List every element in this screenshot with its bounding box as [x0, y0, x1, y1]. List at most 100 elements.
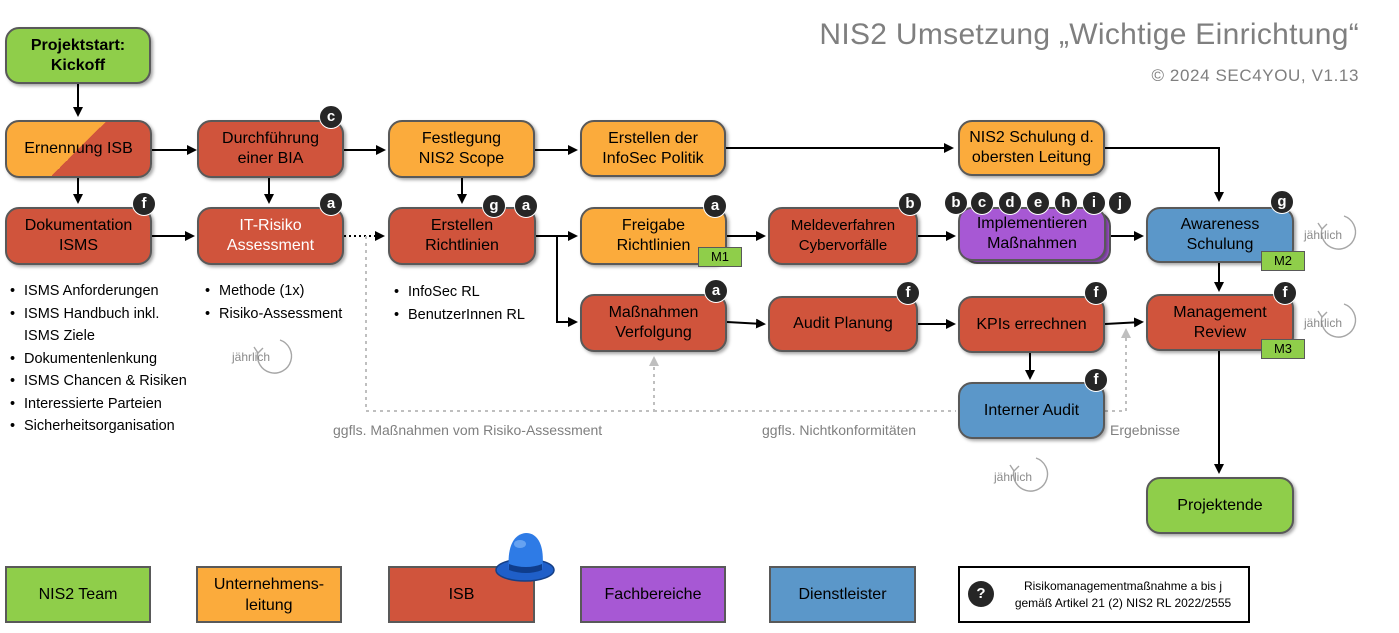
node-schulung-leitung[interactable]: NIS2 Schulung d. obersten Leitung	[958, 120, 1105, 176]
note-massnahmen-risiko: ggfls. Maßnahmen vom Risiko-Assessment	[333, 422, 603, 438]
milestone-m3: M3	[1261, 339, 1305, 359]
legend-unternehmensleitung-label: Unternehmens- leitung	[213, 575, 325, 614]
isms-list: ISMS Anforderungen ISMS Handbuch inkl. I…	[10, 280, 190, 438]
badge-impl-e: e	[1026, 191, 1050, 215]
legend-badge-text: Risikomanagementmaßnahme a bis j gemäß A…	[1014, 579, 1232, 610]
node-richtlinien-label: Erstellen Richtlinien	[425, 217, 499, 254]
cycle-arrow-icon	[1317, 215, 1357, 250]
node-meldeverfahren[interactable]: Meldeverfahren Cybervorfälle	[768, 207, 918, 265]
arrow-schulung-awareness	[1105, 147, 1224, 202]
legend-dienstleister-label: Dienstleister	[798, 586, 887, 603]
isms-list-item: ISMS Handbuch inkl. ISMS Ziele	[10, 303, 190, 348]
badge-richtlinien-g: g	[482, 194, 506, 218]
cycle-arrow-icon	[253, 339, 293, 374]
legend-nis2-team-label: NIS2 Team	[38, 586, 118, 603]
cycle-arrow-icon	[1009, 457, 1049, 492]
badge-meldeverfahren-b: b	[898, 192, 922, 216]
cycle-audit-label: jährlich	[994, 470, 1033, 484]
cycle-audit: jährlich	[992, 450, 1052, 496]
node-projektende[interactable]: Projektende	[1146, 477, 1294, 534]
node-ernennung-isb[interactable]: Ernennung ISB	[5, 120, 152, 178]
node-audit-planung[interactable]: Audit Planung	[768, 296, 918, 352]
richtlinien-list-item: InfoSec RL	[394, 281, 554, 304]
legend-nis2-team: NIS2 Team	[5, 566, 151, 623]
node-doku-isms[interactable]: Dokumentation ISMS	[5, 207, 152, 265]
node-kickoff[interactable]: Projektstart: Kickoff	[5, 27, 151, 84]
node-doku-isms-label: Dokumentation ISMS	[24, 217, 133, 254]
cycle-risiko-label: jährlich	[232, 350, 271, 364]
badge-awareness-g: g	[1270, 190, 1294, 214]
isms-list-item: Dokumentenlenkung	[10, 348, 190, 371]
arrow-massnahmen-auditplanung	[726, 318, 766, 329]
legend-fachbereiche: Fachbereiche	[580, 566, 726, 623]
arrow-richtlinien-massnahmen	[536, 235, 578, 327]
arrow-kpis-review	[1104, 317, 1144, 328]
node-management-review-label: Management Review	[1173, 303, 1267, 341]
legend-dienstleister: Dienstleister	[769, 566, 916, 623]
isms-list-item: Sicherheitsorganisation	[10, 415, 190, 438]
richtlinien-list: InfoSec RL BenutzerInnen RL	[394, 281, 554, 326]
node-freigabe-label: Freigabe Richtlinien	[616, 217, 691, 254]
risiko-list-item: Risiko-Assessment	[205, 303, 365, 326]
badge-auditplanung-f: f	[896, 281, 920, 305]
node-scope-label: Festlegung NIS2 Scope	[418, 130, 505, 167]
node-scope[interactable]: Festlegung NIS2 Scope	[388, 120, 535, 178]
feedback-audit-review	[1105, 328, 1131, 412]
node-politik-label: Erstellen der InfoSec Politik	[602, 129, 704, 167]
node-schulung-leitung-label: NIS2 Schulung d. obersten Leitung	[969, 129, 1094, 166]
question-badge-icon: ?	[968, 581, 994, 607]
page-title: NIS2 Umsetzung „Wichtige Einrichtung“	[819, 18, 1359, 51]
badge-richtlinien-a: a	[514, 194, 538, 218]
blue-hat-icon	[495, 533, 555, 582]
richtlinien-list-item: BenutzerInnen RL	[394, 304, 554, 327]
legend-isb-label: ISB	[448, 586, 475, 603]
node-freigabe[interactable]: Freigabe Richtlinien	[580, 207, 727, 265]
node-kickoff-label: Projektstart: Kickoff	[30, 36, 126, 74]
cycle-awareness: jährlich	[1302, 208, 1362, 254]
node-interner-audit[interactable]: Interner Audit	[958, 382, 1105, 439]
milestone-m1: M1	[698, 247, 742, 267]
badge-impl-c: c	[970, 191, 994, 215]
node-interner-audit-label: Interner Audit	[983, 401, 1080, 419]
node-projektende-label: Projektende	[1177, 496, 1263, 514]
node-awareness-label: Awareness Schulung	[1180, 216, 1260, 253]
badge-freigabe-a: a	[703, 194, 727, 218]
node-politik[interactable]: Erstellen der InfoSec Politik	[580, 120, 726, 177]
cycle-awareness-label: jährlich	[1304, 228, 1343, 242]
node-richtlinien[interactable]: Erstellen Richtlinien	[388, 207, 536, 265]
legend-unternehmensleitung: Unternehmens- leitung	[196, 566, 342, 623]
node-bia-label: Durchführung einer BIA	[222, 130, 319, 167]
node-awareness[interactable]: Awareness Schulung	[1146, 207, 1294, 263]
legend-badge-explanation: ? Risikomanagementmaßnahme a bis j gemäß…	[958, 566, 1250, 623]
badge-bia-c: c	[319, 105, 343, 129]
node-kpis[interactable]: KPIs errechnen	[958, 296, 1105, 353]
node-risiko-label: IT-Risiko Assessment	[226, 217, 315, 254]
badge-doku-f: f	[132, 192, 156, 216]
isms-list-item: ISMS Anforderungen	[10, 280, 190, 303]
cycle-review-label: jährlich	[1304, 316, 1343, 330]
node-bia[interactable]: Durchführung einer BIA	[197, 120, 344, 178]
badge-massnahmen-a: a	[704, 279, 728, 303]
badge-audit-f: f	[1084, 368, 1108, 392]
isms-list-item: Interessierte Parteien	[10, 393, 190, 416]
badge-impl-h: h	[1054, 191, 1078, 215]
isms-list-item: ISMS Chancen & Risiken	[10, 370, 190, 393]
cycle-arrow-icon	[1317, 303, 1357, 338]
note-nichtkonformitaeten: ggfls. Nichtkonformitäten	[762, 422, 917, 438]
badge-impl-j: j	[1108, 191, 1132, 215]
node-risiko[interactable]: IT-Risiko Assessment	[197, 207, 344, 265]
node-implementieren-label: Implementieren Maßnahmen	[976, 215, 1088, 252]
risiko-list-item: Methode (1x)	[205, 280, 365, 303]
node-massnahmen[interactable]: Maßnahmen Verfolgung	[580, 294, 727, 352]
badge-risiko-a: a	[319, 192, 343, 216]
cycle-review: jährlich	[1302, 296, 1362, 342]
copyright-version: © 2024 SEC4YOU, V1.13	[1151, 66, 1359, 85]
legend-fachbereiche-label: Fachbereiche	[604, 586, 702, 603]
badge-kpis-f: f	[1084, 281, 1108, 305]
risiko-list: Methode (1x) Risiko-Assessment	[205, 280, 365, 325]
node-implementieren[interactable]: Implementieren Maßnahmen	[958, 207, 1106, 261]
node-meldeverfahren-label: Meldeverfahren Cybervorfälle	[790, 217, 896, 254]
badge-impl-i: i	[1082, 191, 1106, 215]
badge-impl-b: b	[944, 191, 968, 215]
